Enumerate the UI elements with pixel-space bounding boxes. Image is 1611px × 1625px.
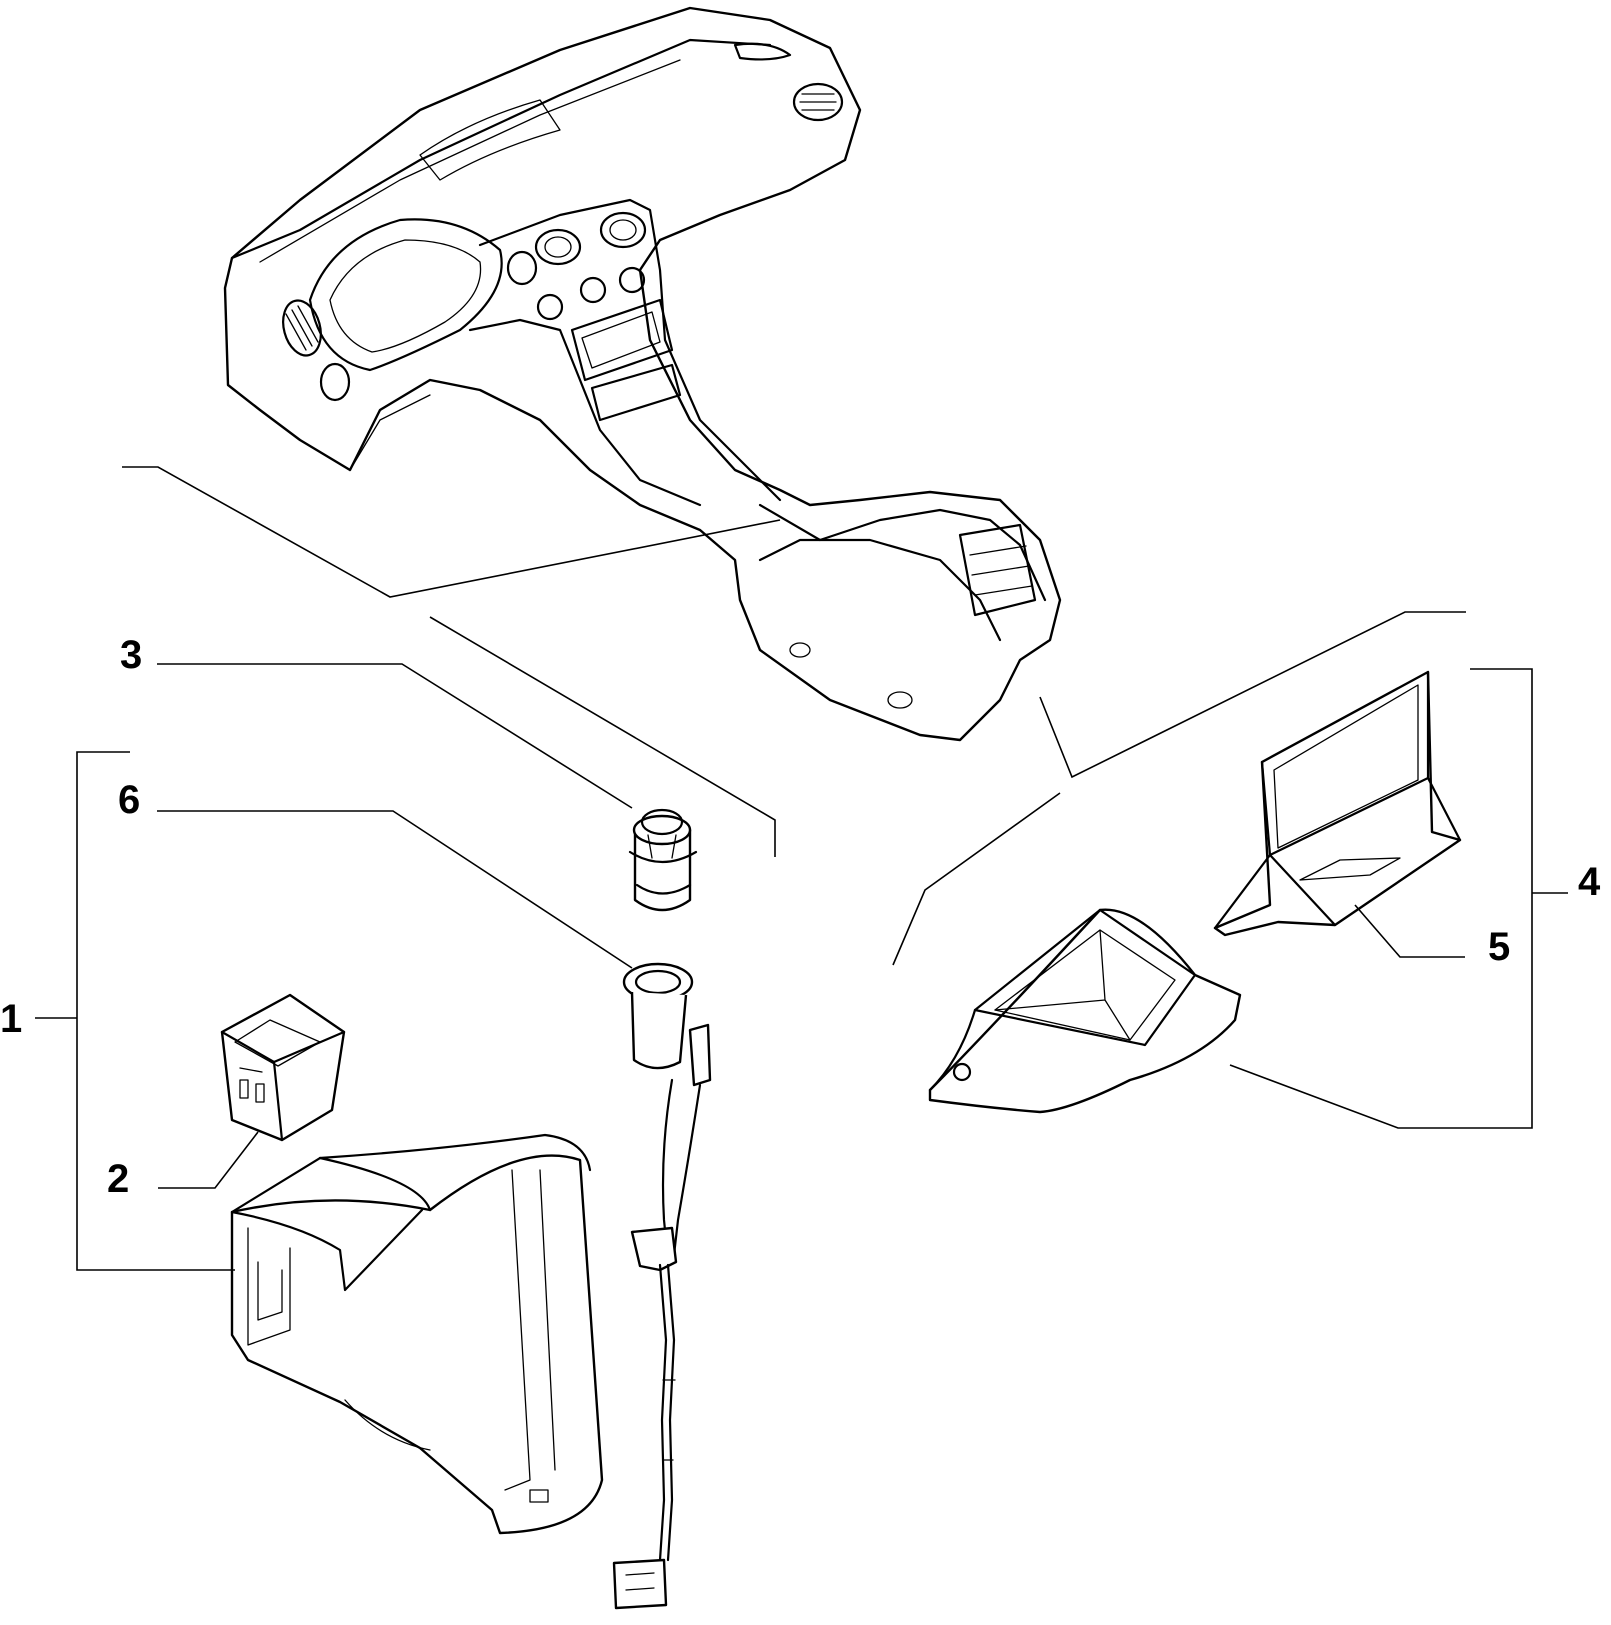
leader-lines <box>35 663 1568 1271</box>
callout-3: 3 <box>120 633 142 677</box>
leader-6 <box>157 810 633 969</box>
callout-2: 2 <box>107 1157 129 1201</box>
leader-5 <box>1354 904 1465 958</box>
bracket-4 <box>1229 668 1533 1129</box>
part-2-cup-holder <box>220 993 346 1142</box>
dashboard-assembly <box>223 6 1062 742</box>
part-5-lid <box>1213 670 1462 937</box>
callouts: 1 2 3 4 5 6 <box>0 633 1601 1201</box>
part-3-lighter-plug <box>628 808 698 912</box>
bracket-1 <box>76 751 235 1271</box>
leader-3 <box>157 663 633 809</box>
projection-lines <box>122 466 1466 966</box>
part-4-tray <box>928 908 1242 1114</box>
part-1-storage-compartment <box>230 1133 604 1535</box>
leader-2 <box>158 1131 259 1189</box>
part-6-socket-wiring <box>612 962 712 1610</box>
callout-6: 6 <box>118 778 140 822</box>
callout-1: 1 <box>0 997 22 1041</box>
callout-5: 5 <box>1488 925 1510 969</box>
callout-4: 4 <box>1578 860 1601 904</box>
